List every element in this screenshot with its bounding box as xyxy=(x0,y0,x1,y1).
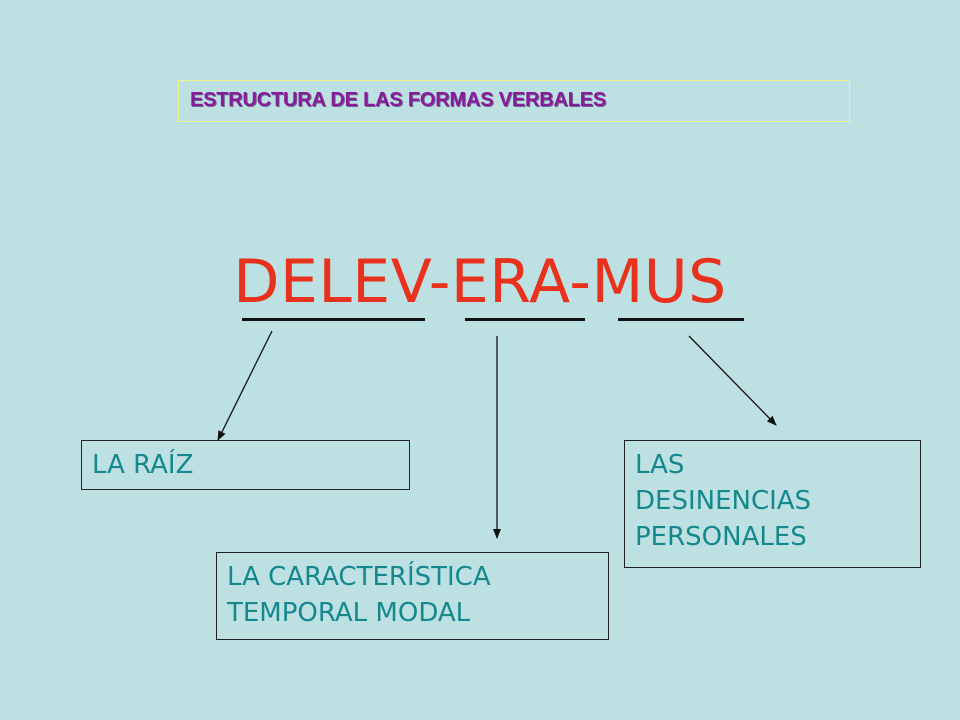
box-characteristic-label: LA CARACTERÍSTICA TEMPORAL MODAL xyxy=(227,562,491,628)
underline-characteristic xyxy=(465,318,585,321)
verb-form: DELEV-ERA-MUS xyxy=(233,247,727,317)
slide-title: ESTRUCTURA DE LAS FORMAS VERBALES xyxy=(190,89,607,111)
title-box: ESTRUCTURA DE LAS FORMAS VERBALES xyxy=(178,80,850,122)
box-characteristic: LA CARACTERÍSTICA TEMPORAL MODAL xyxy=(216,552,609,640)
underline-root xyxy=(242,318,425,321)
underline-endings xyxy=(618,318,744,321)
box-endings: LAS DESINENCIAS PERSONALES xyxy=(624,440,921,568)
arrow-to-endings xyxy=(688,335,777,426)
box-endings-label: LAS DESINENCIAS PERSONALES xyxy=(635,450,812,552)
box-root-label: LA RAÍZ xyxy=(92,450,194,480)
box-root: LA RAÍZ xyxy=(81,440,410,490)
arrow-to-root xyxy=(217,330,273,441)
